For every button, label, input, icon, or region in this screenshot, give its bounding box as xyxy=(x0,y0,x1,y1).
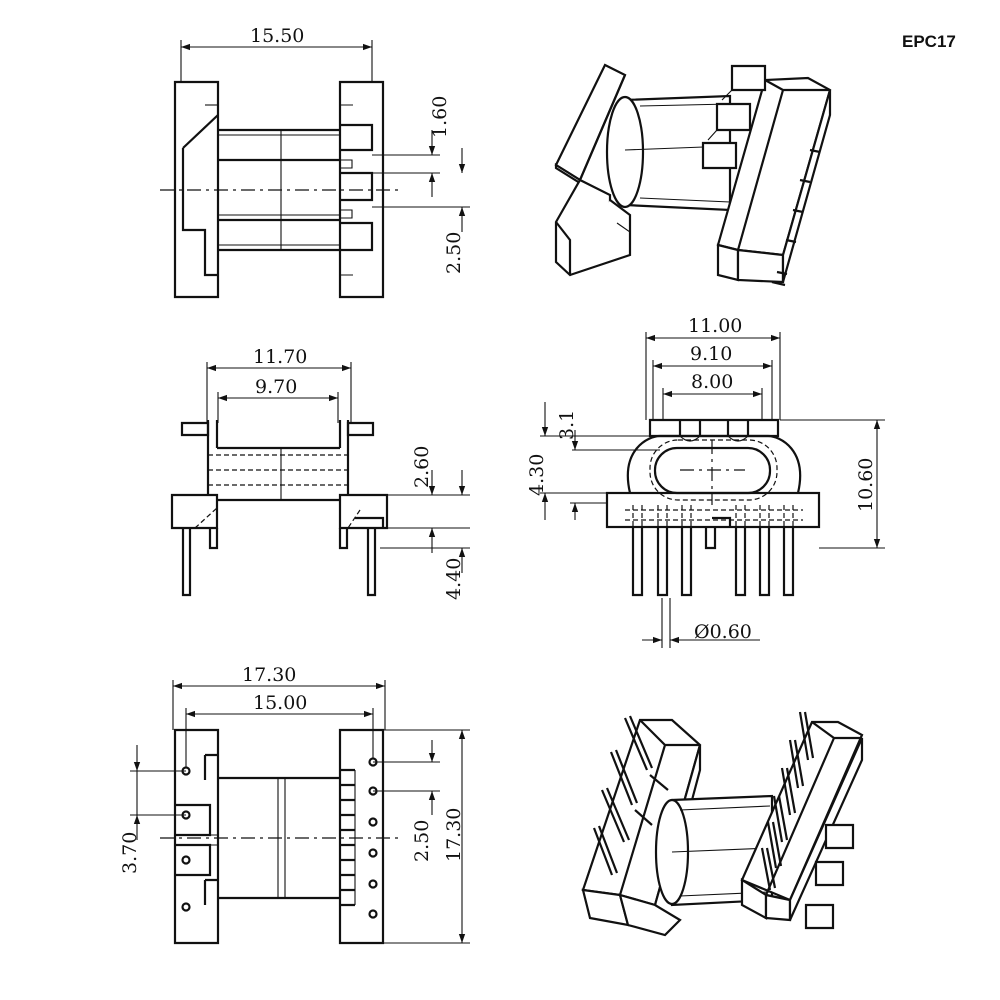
dim-side-pin: 4.40 xyxy=(443,558,465,600)
top-view-dimensions: 15.50 1.60 2.50 xyxy=(180,25,470,274)
bottom-view-dimensions: 17.30 15.00 3.70 2.50 17.30 xyxy=(119,664,470,944)
end-view xyxy=(605,418,821,597)
dim-pin-diameter: Ø0.60 xyxy=(694,621,752,643)
dim-bottom-row-pitch: 3.70 xyxy=(119,832,141,874)
top-view xyxy=(160,80,400,299)
dim-bottom-inner: 15.00 xyxy=(253,692,307,714)
isometric-view-top xyxy=(554,63,832,287)
dim-bottom-height: 17.30 xyxy=(443,808,465,862)
dim-end-slot: 3.1 xyxy=(556,410,578,440)
side-view xyxy=(170,420,389,597)
dim-end-height: 10.60 xyxy=(855,458,877,512)
dim-end-inner: 8.00 xyxy=(691,371,733,393)
dim-bottom-pin-pitch: 2.50 xyxy=(411,820,433,862)
dim-bottom-outer: 17.30 xyxy=(242,664,296,686)
dim-top-width: 15.50 xyxy=(250,25,304,47)
isometric-view-bottom xyxy=(581,711,864,937)
dim-side-inner: 9.70 xyxy=(255,376,297,398)
dim-side-flange: 2.60 xyxy=(411,446,433,488)
dim-end-outer: 11.00 xyxy=(688,315,742,337)
part-title: EPC17 xyxy=(902,32,956,51)
dim-top-gap: 2.50 xyxy=(443,232,465,274)
dim-side-outer: 11.70 xyxy=(253,346,307,368)
end-view-dimensions: 11.00 9.10 8.00 10.60 3.1 4.30 Ø0.60 xyxy=(526,315,885,648)
dim-end-mid: 9.10 xyxy=(690,343,732,365)
bottom-view xyxy=(160,728,400,945)
dim-top-pitch: 1.60 xyxy=(429,96,451,138)
side-view-dimensions: 11.70 9.70 2.60 4.40 xyxy=(206,346,470,600)
dim-end-window: 4.30 xyxy=(526,454,548,496)
